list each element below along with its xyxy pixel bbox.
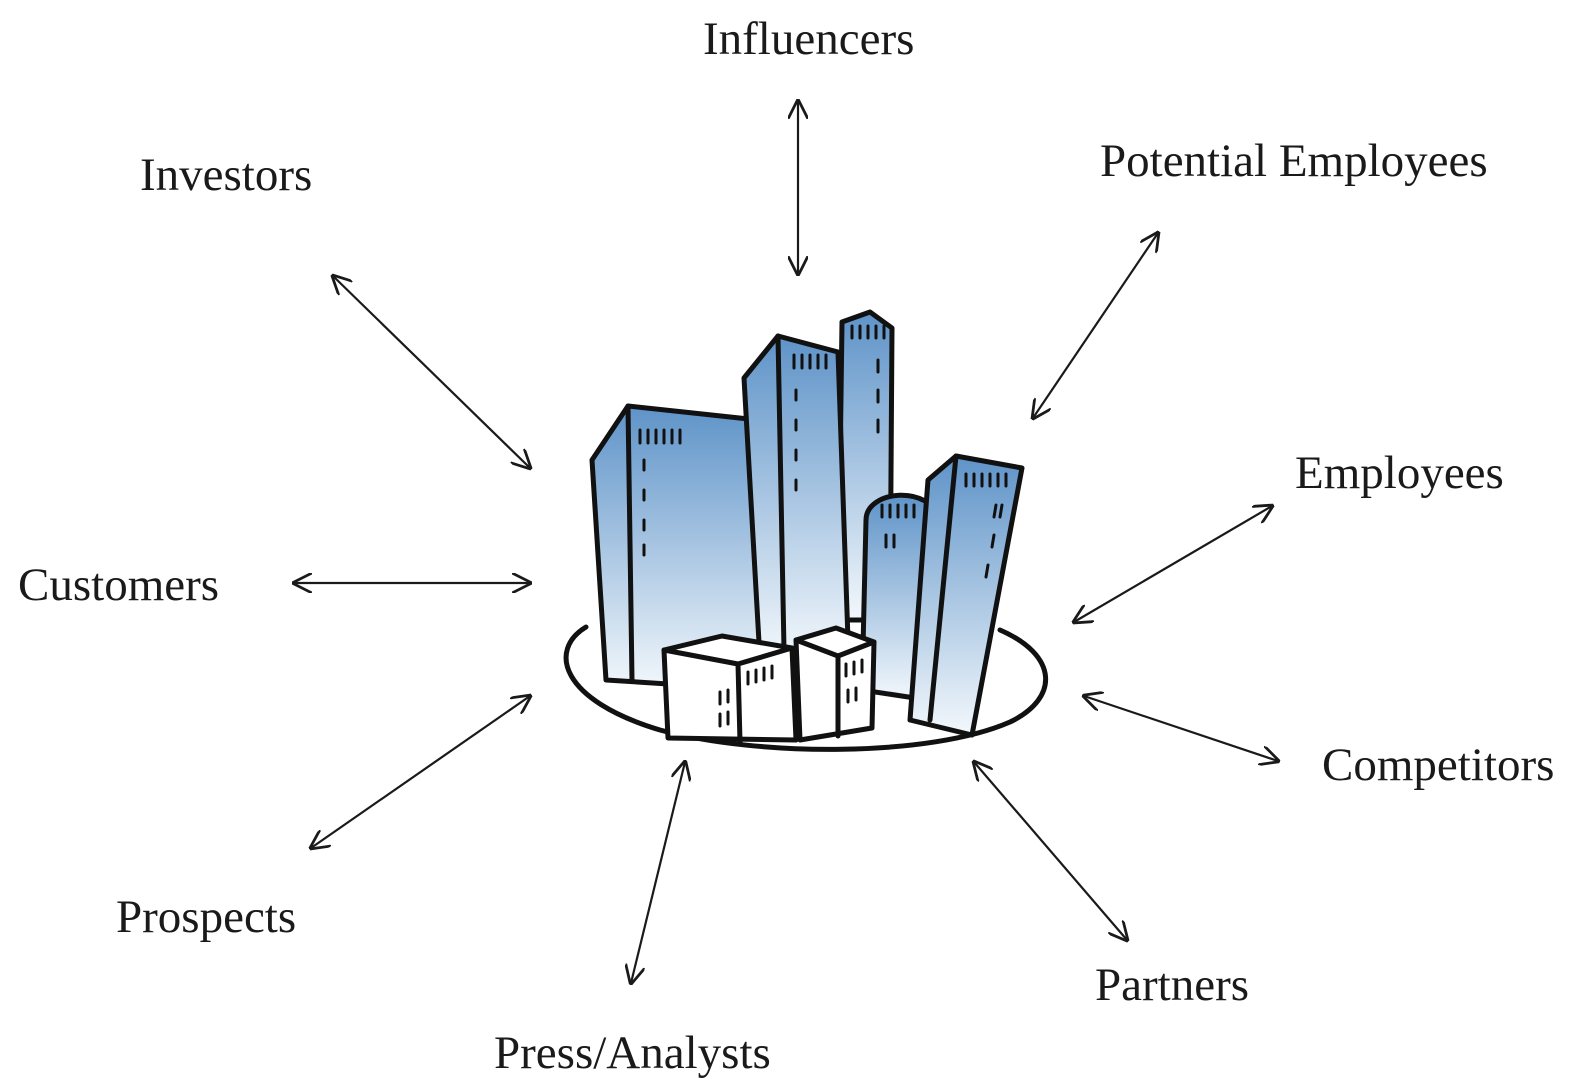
arrow-prospects: [311, 696, 530, 848]
arrow-investors: [333, 276, 530, 468]
label-influencers: Influencers: [703, 13, 915, 65]
arrow-employees: [1074, 506, 1272, 622]
arrow-potential-employees: [1033, 233, 1158, 418]
arrow-press-analysts: [631, 762, 685, 983]
label-customers: Customers: [18, 559, 220, 611]
label-competitors: Competitors: [1322, 739, 1555, 791]
label-prospects: Prospects: [116, 891, 297, 943]
arrow-partners: [974, 762, 1127, 940]
label-press-analysts: Press/Analysts: [494, 1027, 771, 1079]
label-employees: Employees: [1295, 447, 1504, 499]
arrows-group: [294, 101, 1278, 983]
label-potential-employees: Potential Employees: [1100, 135, 1488, 187]
office-buildings-icon: [563, 309, 1049, 752]
label-partners: Partners: [1095, 959, 1250, 1011]
arrow-competitors: [1084, 696, 1278, 761]
label-investors: Investors: [140, 149, 313, 201]
